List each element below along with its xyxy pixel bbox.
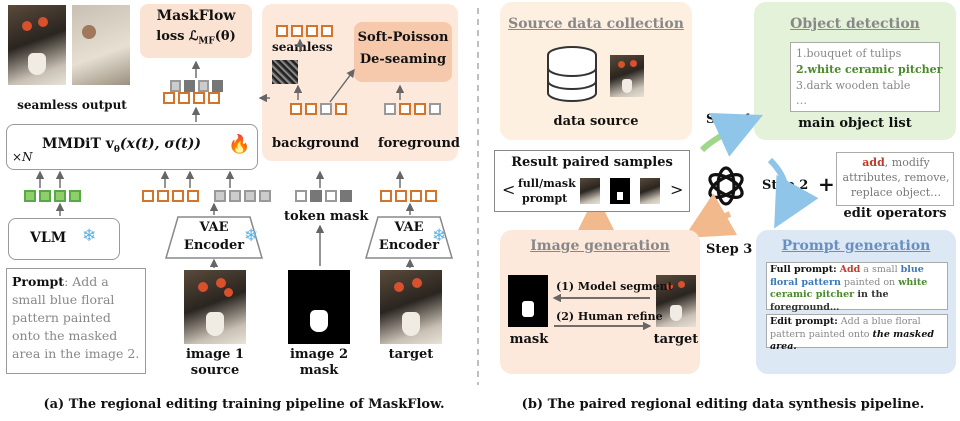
background-label: background xyxy=(272,136,360,151)
source-photo xyxy=(610,55,644,97)
vae1-snowflake-icon: ❄ xyxy=(244,226,259,246)
foreground-label: foreground xyxy=(378,136,460,151)
vlm-label: VLM xyxy=(30,230,67,246)
full-prompt-box xyxy=(766,262,948,310)
result-source-thumb xyxy=(580,178,600,204)
target-label: target xyxy=(388,347,434,362)
image1-label-b: source xyxy=(190,363,240,378)
edit-operators-label: edit operators xyxy=(843,206,947,221)
object-item-4: … xyxy=(796,94,807,107)
prompt-text: Prompt: Add a small blue floral pattern … xyxy=(12,274,140,361)
source-title: Source data collection xyxy=(508,16,684,32)
image-gen-title: Image generation xyxy=(530,238,670,254)
object-item-1: 1.bouquet of tulips xyxy=(796,47,902,60)
object-title: Object detection xyxy=(790,16,920,32)
full-mask-label: full/mask xyxy=(518,177,576,190)
object-item-3: 3.dark wooden table xyxy=(796,79,911,92)
vae1-label-a: VAE xyxy=(199,220,229,235)
edit-prompt-text: Edit prompt: Add a blue floral pattern p… xyxy=(770,316,935,352)
maskflow-loss-formula: loss ℒMF(θ) xyxy=(156,29,236,47)
prompt-label: prompt xyxy=(522,192,568,205)
seamless-output-image-1 xyxy=(8,5,66,85)
result-lt: < xyxy=(502,180,516,199)
seamless-label: seamless xyxy=(272,40,333,54)
edit-operators-box xyxy=(836,152,954,206)
soft-poisson-box xyxy=(354,22,452,82)
plus-sign: + xyxy=(818,172,835,196)
data-source-label: data source xyxy=(553,114,639,129)
image1-label-a: image 1 xyxy=(185,347,245,362)
seamless-output-label: seamless output xyxy=(17,98,127,112)
image2-label-a: image 2 xyxy=(289,347,349,362)
right-caption: (b) The paired regional editing data syn… xyxy=(521,397,925,412)
seamless-output-image-2 xyxy=(72,5,130,85)
result-title: Result paired samples xyxy=(511,155,673,170)
de-seaming-title: De-seaming xyxy=(359,52,447,67)
human-refine-label: (2) Human refine xyxy=(556,310,663,323)
target-image xyxy=(380,270,442,344)
result-mask-thumb xyxy=(610,178,630,204)
maskflow-loss-box xyxy=(140,4,252,58)
edit-prompt-box xyxy=(766,314,948,348)
gen-target-label: target xyxy=(653,332,699,347)
times-n-label: ×N xyxy=(12,150,33,164)
gen-mask-label: mask xyxy=(509,332,549,347)
prompt-gen-title: Prompt generation xyxy=(781,238,931,254)
mask-image xyxy=(288,270,350,344)
step3-label: Step 3 xyxy=(706,242,753,257)
vae2-snowflake-icon: ❄ xyxy=(432,226,447,246)
vae2-label-b: Encoder xyxy=(378,238,440,253)
full-prompt-text: Full prompt: Add a small blue floral pat… xyxy=(770,264,928,313)
result-target-thumb xyxy=(640,178,660,204)
main-object-list-label: main object list xyxy=(798,116,912,131)
left-caption: (a) The regional editing training pipeli… xyxy=(43,397,445,412)
soft-poisson-title: Soft-Poisson xyxy=(357,30,449,45)
gen-target-image xyxy=(656,275,696,327)
model-segment-label: (1) Model segment xyxy=(556,280,673,293)
source-image xyxy=(184,270,246,344)
mmdit-box xyxy=(6,124,258,170)
fire-icon: 🔥 xyxy=(228,134,251,155)
mmdit-label: MMDiT vθ(x(t), σ(t)) xyxy=(42,136,202,155)
prompt-box xyxy=(6,268,146,374)
image2-label-b: mask xyxy=(299,363,339,378)
object-item-2: 2.white ceramic pitcher xyxy=(796,63,943,76)
edit-operators-text: add, modify attributes, remove, replace … xyxy=(842,156,950,199)
vlm-box xyxy=(8,218,120,260)
gen-mask-image xyxy=(508,275,548,327)
vae2-label-a: VAE xyxy=(394,220,424,235)
token-mask-label: token mask xyxy=(284,209,369,224)
result-gt: > xyxy=(670,180,684,199)
snowflake-icon: ❄ xyxy=(82,226,97,246)
noise-patch xyxy=(272,60,298,84)
vae1-label-b: Encoder xyxy=(183,238,245,253)
object-list-box xyxy=(790,42,940,112)
maskflow-loss-title: MaskFlow xyxy=(156,8,236,24)
